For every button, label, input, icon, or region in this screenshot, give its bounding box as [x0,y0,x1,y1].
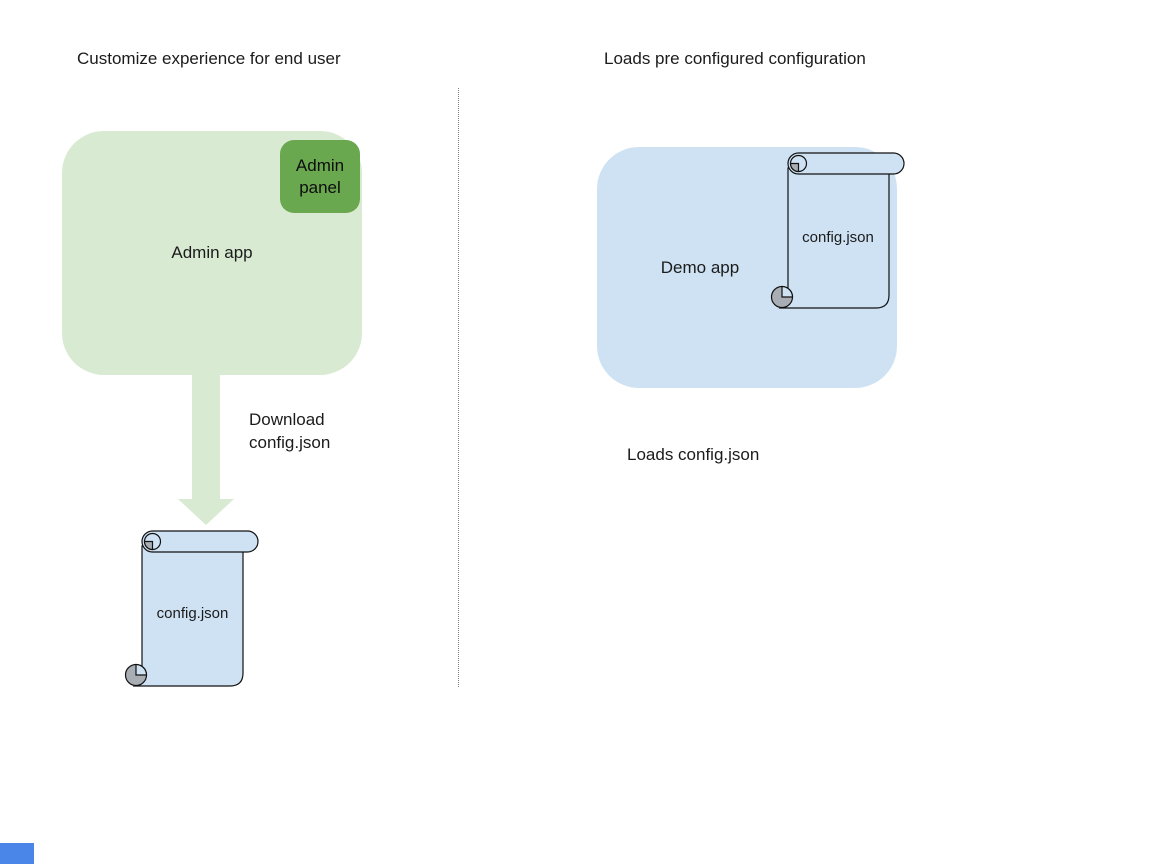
admin-panel-label: Admin panel [295,155,345,197]
right-section-title: Loads pre configured configuration [604,49,866,68]
admin-app-label: Admin app [171,243,253,262]
demo-app-label: Demo app [660,258,740,277]
admin-panel-box: Admin panel [280,140,360,213]
download-config-label: Download config.json [249,410,331,452]
config-json-label-left: config.json [156,605,229,622]
left-section-title: Customize experience for end user [77,49,341,68]
corner-blue-rect [0,843,34,864]
download-arrow [178,373,234,525]
loads-config-label: Loads config.json [627,445,760,464]
section-divider [458,88,459,687]
config-json-label-right: config.json [802,229,874,246]
